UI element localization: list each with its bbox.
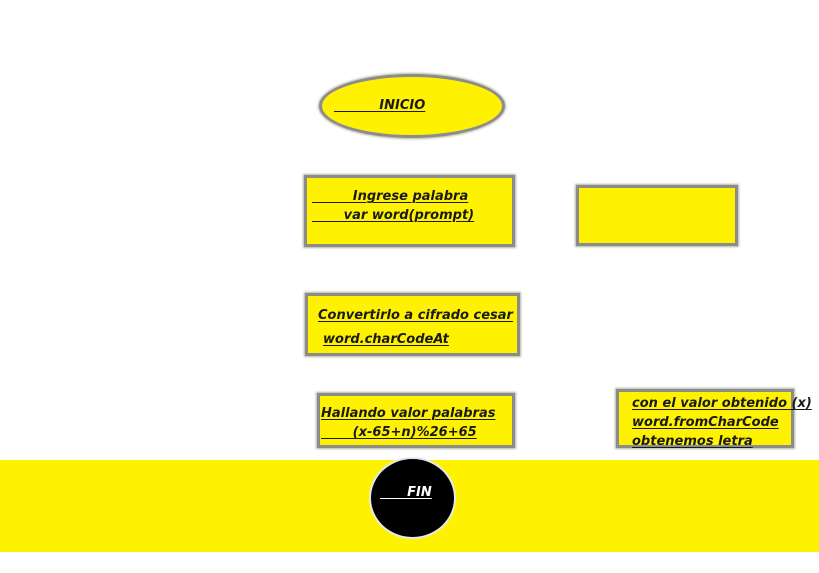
convert-box-line2: word.charCodeAt [323,332,449,347]
input-box-line1: Ingrese palabra [312,189,469,204]
start-ellipse [319,74,505,138]
input-process-box [304,175,515,247]
start-label: INICIO [334,98,426,113]
convert-process-box [305,293,520,356]
compute-box-line2: (x-65+n)%26+65 [321,425,477,440]
result-box-line2: word.fromCharCode [632,415,779,430]
result-box-line1: con el valor obtenido (x) [632,396,812,411]
end-circle [369,457,456,539]
compute-process-box [317,393,515,448]
convert-box-line1: Convertirlo a cifrado cesar [318,308,513,323]
compute-box-line1: Hallando valor palabras [321,406,496,421]
end-label: FIN [380,485,432,500]
empty-process-box [576,185,738,246]
result-process-box [616,389,794,448]
input-box-line2: var word(prompt) [312,208,475,223]
result-box-line3: obtenemos letra [632,434,753,449]
